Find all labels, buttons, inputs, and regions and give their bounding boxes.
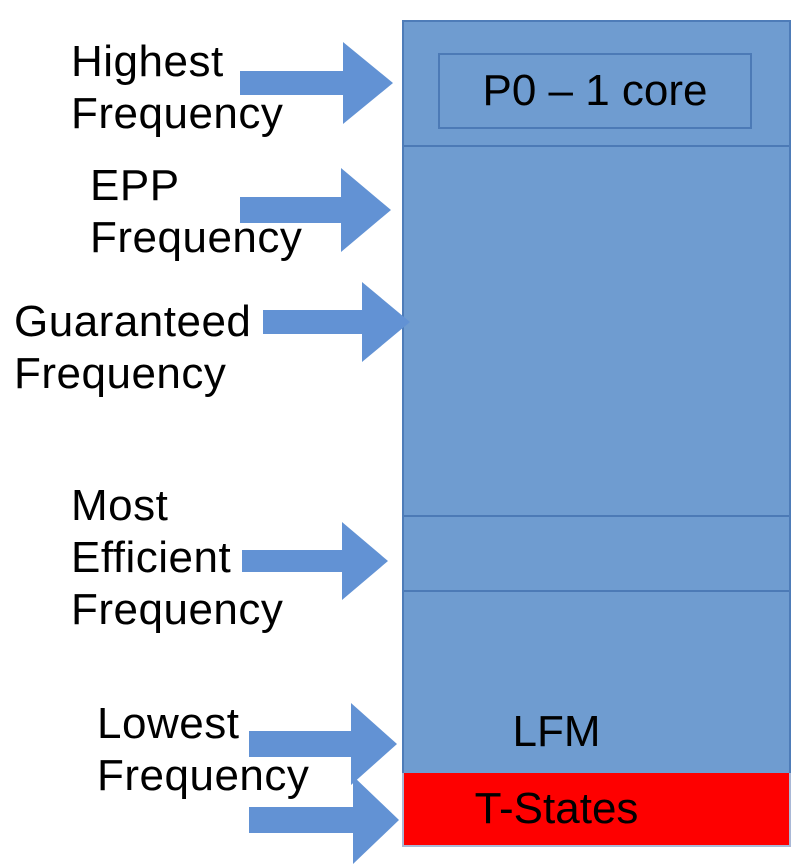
label-guaranteed-frequency: Guaranteed Frequency [14, 296, 251, 400]
label-line: Efficient [71, 533, 232, 582]
label-most-efficient-frequency: Most Efficient Frequency [71, 480, 283, 636]
label-line: EPP [90, 161, 180, 210]
lfm-label: LFM [512, 707, 601, 756]
p0-core-box: P0 – 1 core [438, 53, 752, 129]
label-epp-frequency: EPP Frequency [90, 160, 302, 264]
label-line: Frequency [90, 213, 303, 262]
label-line: Lowest [97, 699, 240, 748]
section-p0-turbo: P0 – 1 core [404, 22, 789, 147]
label-line: Frequency [97, 751, 310, 800]
p0-core-label: P0 – 1 core [482, 66, 708, 115]
section-tstates: T-States [402, 773, 791, 847]
label-line: Frequency [71, 89, 284, 138]
pstate-frequency-bar: P0 – 1 core LFM T-States [402, 20, 791, 847]
label-line: Frequency [14, 349, 227, 398]
section-most-efficient-range [404, 517, 789, 592]
label-line: Most [71, 481, 169, 530]
label-highest-frequency: Highest Frequency [71, 36, 283, 140]
tstates-label: T-States [474, 784, 639, 833]
label-line: Frequency [71, 585, 284, 634]
label-lowest-frequency: Lowest Frequency [97, 698, 309, 802]
section-epp-to-guaranteed-range [404, 147, 789, 517]
arrow-guaranteed-frequency [263, 282, 410, 362]
label-line: Highest [71, 37, 224, 86]
label-line: Guaranteed [14, 297, 252, 346]
